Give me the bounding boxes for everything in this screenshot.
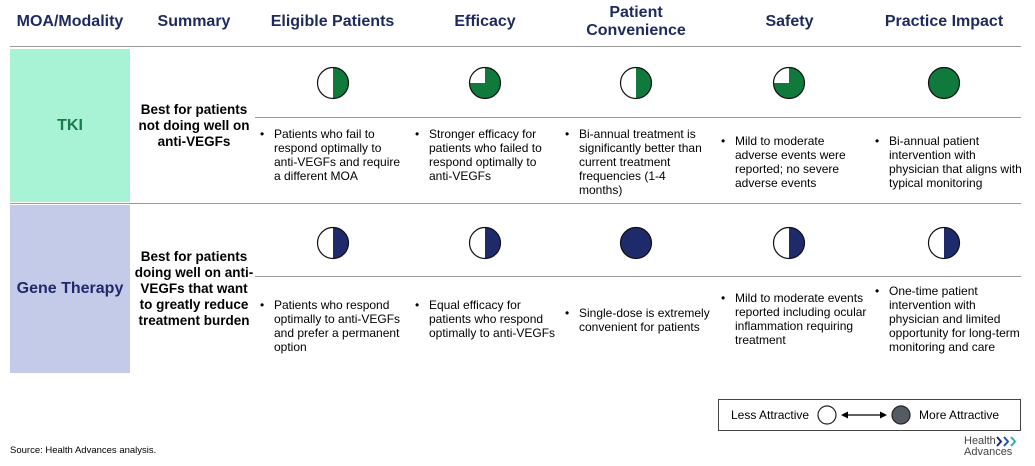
logo-line-2: Advances [964, 446, 1013, 458]
header-modality: MOA/Modality [16, 13, 124, 30]
modality-tki: TKI [10, 49, 130, 202]
legend-more-label: More Attractive [919, 408, 1000, 422]
harvey-ball-icon [927, 66, 961, 100]
row-divider [10, 203, 1021, 204]
logo-line-1: Health [964, 435, 996, 447]
empty-circle-icon [817, 405, 837, 425]
harvey-ball-icon [772, 66, 806, 100]
tki-safety-bullet: Mild to moderate adverse events were rep… [719, 134, 867, 190]
harvey-ball-icon [316, 66, 350, 100]
gene-safety-bullet: Mild to moderate events reported includi… [719, 291, 867, 347]
header-divider [10, 46, 1021, 47]
header-summary: Summary [157, 13, 231, 30]
legend: Less Attractive More Attractive [718, 399, 1021, 431]
gene-convenience-bullet: Single-dose is extremely convenient for … [563, 306, 711, 334]
company-logo: Health Advances [964, 435, 1017, 458]
tki-efficacy-bullet: Stronger efficacy for patients who faile… [413, 127, 559, 183]
tki-convenience-bullet: Bi-annual treatment is significantly bet… [563, 127, 711, 197]
harvey-ball-icon [772, 226, 806, 260]
harvey-ball-icon [468, 226, 502, 260]
header-practice-impact: Practice Impact [884, 13, 1004, 30]
header-efficacy: Efficacy [454, 13, 516, 30]
gene-eligible-bullet: Patients who respond optimally to anti-V… [258, 298, 406, 354]
harvey-ball-icon [927, 226, 961, 260]
harvey-ball-icon [468, 66, 502, 100]
harvey-ball-icon [619, 226, 653, 260]
header-safety: Safety [765, 13, 814, 30]
legend-less-label: Less Attractive [731, 408, 810, 422]
tki-eligible-bullet: Patients who fail to respond optimally t… [258, 127, 406, 183]
gene-separator [255, 276, 1021, 277]
tki-impact-bullet: Bi-annual patient intervention with phys… [873, 134, 1023, 190]
summary-gene-therapy: Best for patients doing well on anti-VEG… [134, 249, 254, 328]
header-patient-convenience: Patient Convenience [586, 4, 686, 39]
tki-separator [255, 117, 1021, 118]
summary-tki: Best for patients not doing well on anti… [138, 101, 250, 149]
source-note: Source: Health Advances analysis. [10, 445, 157, 456]
double-arrow-icon [841, 411, 888, 419]
gene-efficacy-bullet: Equal efficacy for patients who respond … [413, 298, 559, 340]
modality-gene-therapy: Gene Therapy [10, 205, 130, 373]
gene-impact-bullet: One-time patient intervention with physi… [873, 284, 1023, 354]
logo-chevron-icon [996, 436, 1017, 447]
filled-circle-icon [891, 405, 911, 425]
harvey-ball-icon [619, 66, 653, 100]
header-eligible-patients: Eligible Patients [270, 13, 395, 30]
harvey-ball-icon [316, 226, 350, 260]
